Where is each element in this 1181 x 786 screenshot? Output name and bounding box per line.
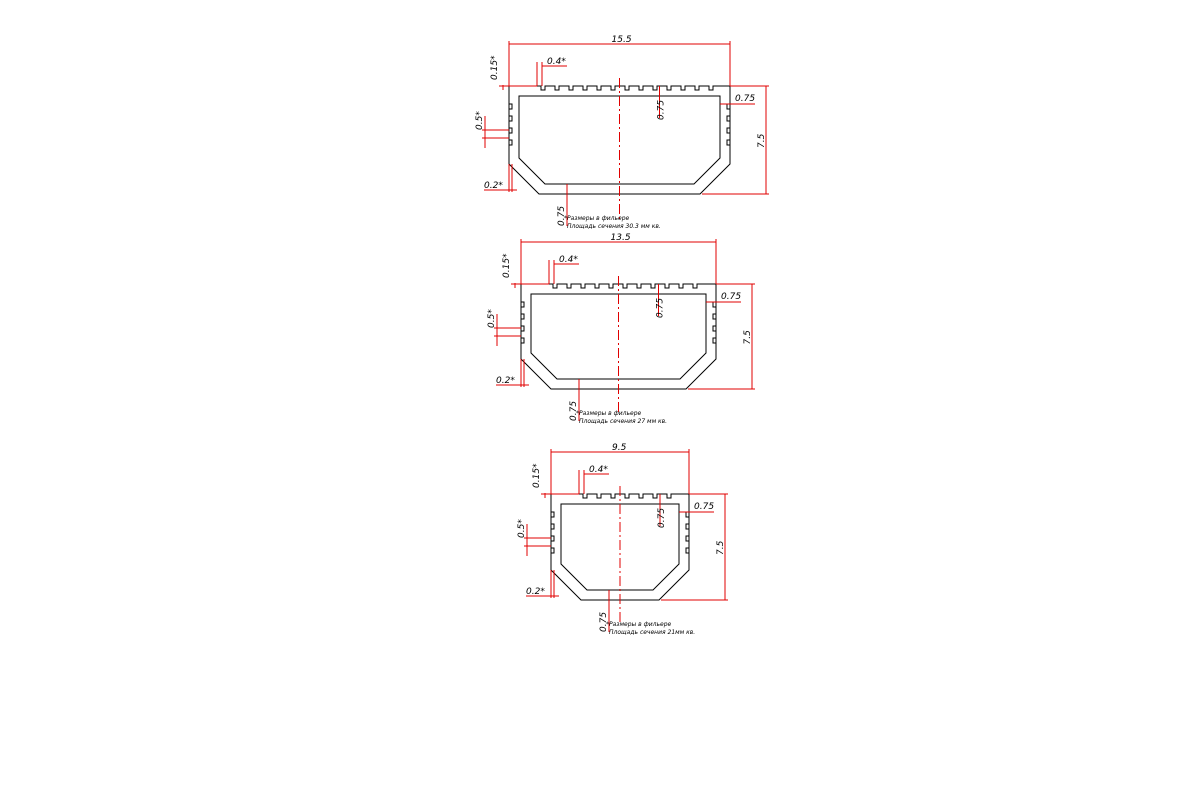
side-tooth (685, 547, 689, 554)
side-tooth (521, 313, 525, 320)
note-dimensions: *Размеры в фильере (576, 410, 642, 417)
width-label: 9.5 (612, 443, 627, 453)
inner-contour (560, 503, 680, 591)
side-tooth (712, 313, 716, 320)
wall-bottom-label: 0.75 (599, 612, 609, 632)
wall-top-label: 0.75 (657, 508, 667, 528)
note-area: Площадь сечения 21мм кв. (609, 629, 695, 636)
side-tooth (726, 139, 730, 146)
note-area: Площадь сечения 27 мм кв. (579, 418, 667, 425)
wall-top-label: 0.75 (656, 298, 666, 318)
wall-bottom-label: 0.75 (569, 401, 579, 421)
side-tooth (509, 103, 513, 110)
profile-2: 13.5 7.5 0.15* 0.4* 0.75 0.75 0.75 0.5* 0.2* *Раз… (487, 233, 755, 425)
side-tooth (726, 127, 730, 134)
side-tooth (685, 523, 689, 530)
height-label: 7.5 (743, 330, 753, 345)
height-label: 7.5 (757, 133, 767, 148)
wall-bottom-label: 0.75 (557, 206, 567, 226)
tooth-depth-label: 0.15* (532, 463, 542, 488)
wall-side-label: 0.75 (721, 292, 741, 302)
gap-label: 0.2* (526, 587, 545, 597)
side-tooth-label: 0.5* (475, 111, 485, 130)
gap-label: 0.2* (484, 181, 503, 191)
tooth-depth-label: 0.15* (490, 55, 500, 80)
side-tooth (551, 547, 555, 554)
side-tooth (521, 337, 525, 344)
width-label: 13.5 (611, 233, 631, 243)
side-tooth (551, 523, 555, 530)
side-tooth (726, 115, 730, 122)
wall-side-label: 0.75 (735, 94, 755, 104)
tooth-width-label: 0.4* (559, 255, 578, 265)
wall-side-label: 0.75 (694, 502, 714, 512)
note-dimensions: *Размеры в фильере (564, 215, 630, 222)
gap-label: 0.2* (496, 376, 515, 386)
note-dimensions: *Размеры в фильере (606, 621, 672, 628)
outer-contour (508, 85, 731, 195)
side-tooth-label: 0.5* (487, 309, 497, 328)
side-tooth (521, 325, 525, 332)
inner-contour (518, 95, 721, 185)
side-tooth (551, 511, 555, 518)
height-label: 7.5 (716, 540, 726, 555)
wall-top-label: 0.75 (657, 100, 667, 120)
outer-contour (550, 493, 690, 601)
side-tooth (509, 139, 513, 146)
tooth-depth-label: 0.15* (502, 253, 512, 278)
side-tooth (685, 535, 689, 542)
side-tooth (551, 535, 555, 542)
side-tooth-label: 0.5* (517, 519, 527, 538)
profile-3: 9.5 7.5 0.15* 0.4* 0.75 0.75 0.75 0.5* 0.2* *Разм… (517, 443, 728, 636)
side-tooth (521, 301, 525, 308)
side-tooth (712, 337, 716, 344)
side-tooth (509, 115, 513, 122)
side-tooth (712, 325, 716, 332)
inner-contour (530, 293, 707, 380)
tooth-width-label: 0.4* (589, 465, 608, 475)
side-tooth (509, 127, 513, 134)
note-area: Площадь сечения 30.3 мм кв. (567, 223, 661, 230)
profile-1: 15.5 7.5 0.15* 0.4* 0.75 0.75 0.75 0.5* 0.2* *Раз… (475, 35, 769, 230)
width-label: 15.5 (612, 35, 632, 45)
tooth-width-label: 0.4* (547, 57, 566, 67)
outer-contour (520, 283, 717, 390)
